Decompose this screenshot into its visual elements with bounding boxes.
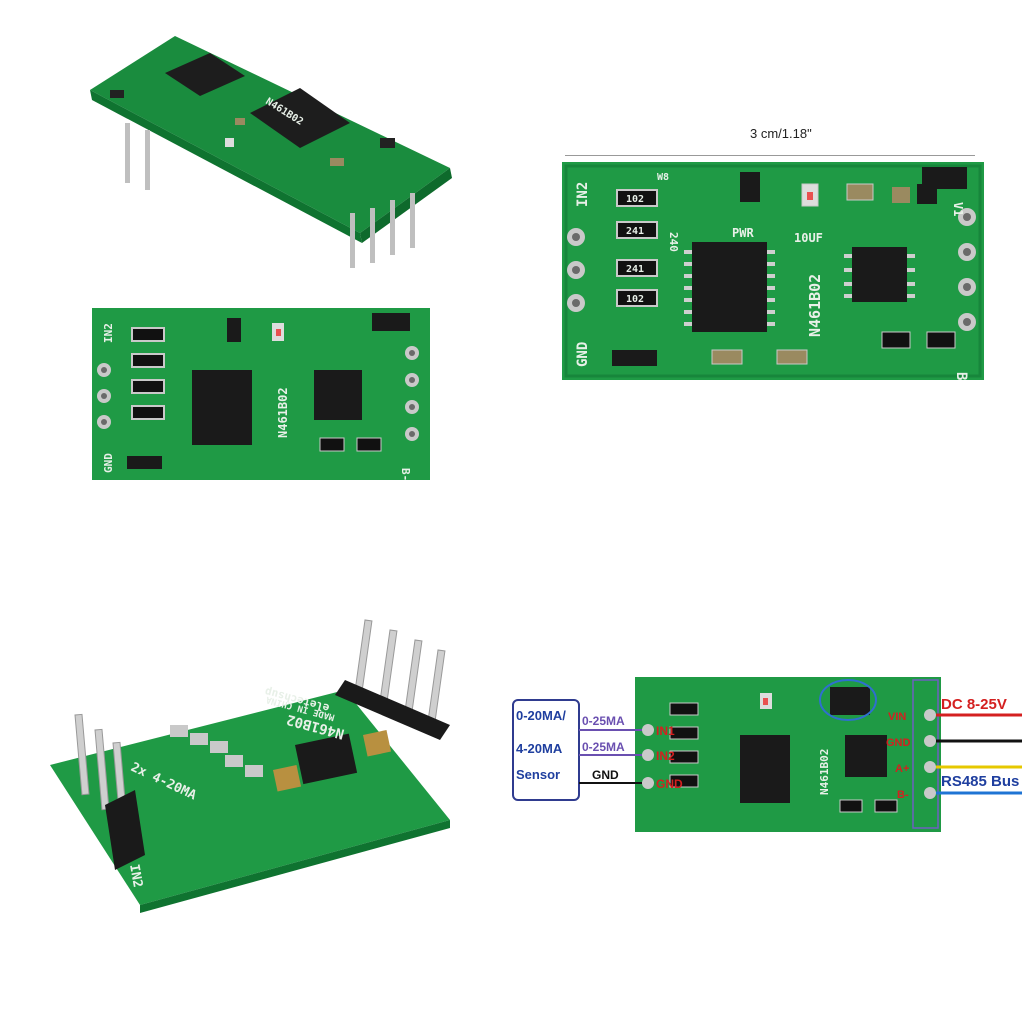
silk-v: V1 <box>951 202 965 216</box>
photo-flat-board-small: IN2 GND B- N461B02 <box>92 308 430 480</box>
pin-b: B- <box>897 789 909 801</box>
silk-240: 240 <box>667 232 680 252</box>
pin-in1: IN1 <box>656 724 675 738</box>
res-label: 102 <box>626 294 644 305</box>
gnd-wire-label: GND <box>592 768 619 782</box>
pin-gnd-right: GND <box>886 737 911 749</box>
silk-cap: 10UF <box>794 231 823 245</box>
silk-chip: N461B02 <box>818 749 831 795</box>
silk-b: B- <box>953 372 969 380</box>
silk-in2: IN2 <box>102 323 115 343</box>
bus-label: RS485 Bus <box>941 773 1019 790</box>
res-label: 241 <box>626 226 644 237</box>
res-label: 102 <box>626 194 644 205</box>
regulator-highlight <box>819 679 877 721</box>
dimension-label: 3 cm/1.18" <box>750 126 812 141</box>
sensor-line3: Sensor <box>516 767 560 782</box>
silk-b: B- <box>399 468 412 480</box>
sensor-line1: 0-20MA/ <box>516 708 566 723</box>
silk-chip: N461B02 <box>806 274 824 337</box>
pin-vin: VIN <box>888 711 906 723</box>
pin-in2: IN2 <box>656 749 675 763</box>
sensor-line2: 4-20MA <box>516 741 563 756</box>
ch1-range: 0-25MA <box>582 714 625 728</box>
ch2-range: 0-25MA <box>582 740 625 754</box>
silk-gnd: GND <box>102 453 115 473</box>
pin-a: A+ <box>895 763 909 775</box>
power-label: DC 8-25V <box>941 696 1007 713</box>
pin-gnd: GND <box>656 777 683 791</box>
photo-angled-top: N461B02 <box>80 28 460 278</box>
photo-flat-board-large: 102 241 241 102 IN2 GND B- V1 PWR <box>562 162 984 380</box>
photo-back-angled: eletechsup MADE IN CHINA N461B02 2x 4-20… <box>45 615 465 915</box>
silk-in2: IN2 <box>575 182 591 207</box>
res-label: 241 <box>626 264 644 275</box>
silk-gnd: GND <box>575 342 591 367</box>
back-in2: IN2 <box>126 863 145 889</box>
dimension-line <box>565 155 975 156</box>
silk-w8: W8 <box>657 172 669 183</box>
silk-pwr: PWR <box>732 226 754 240</box>
wiring-diagram: 0-20MA/ 4-20MA Sensor N461B02 0-25MA 0-2 <box>510 675 1024 835</box>
silk-chip: N461B02 <box>276 387 290 438</box>
